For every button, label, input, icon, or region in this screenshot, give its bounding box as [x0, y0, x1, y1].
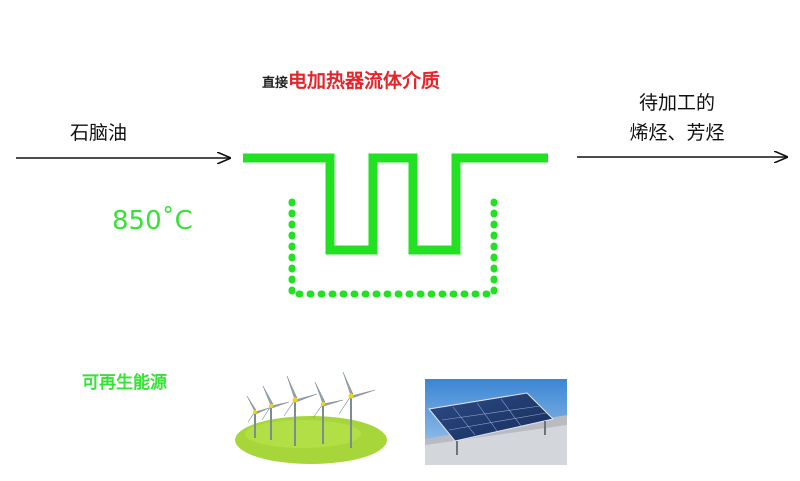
title-prefix: 直接 — [262, 76, 289, 91]
solar-panels-image — [425, 379, 567, 465]
renewable-energy-label: 可再生能源 — [82, 373, 167, 393]
heater-dotted-outline — [288, 198, 498, 298]
temperature-label: 850˚C — [112, 206, 193, 236]
output-label-line2: 烯烃、芳烃 — [629, 122, 725, 144]
output-label-line1: 待加工的 — [638, 92, 715, 114]
input-label: 石脑油 — [70, 122, 128, 144]
diagram-title: 直接电加热器流体介质 — [262, 66, 440, 93]
title-main: 电加热器流体介质 — [288, 70, 441, 92]
heater-fluid-path — [243, 153, 548, 255]
output-label: 待加工的 烯烃、芳烃 — [612, 88, 742, 148]
wind-turbines-image — [233, 368, 393, 468]
